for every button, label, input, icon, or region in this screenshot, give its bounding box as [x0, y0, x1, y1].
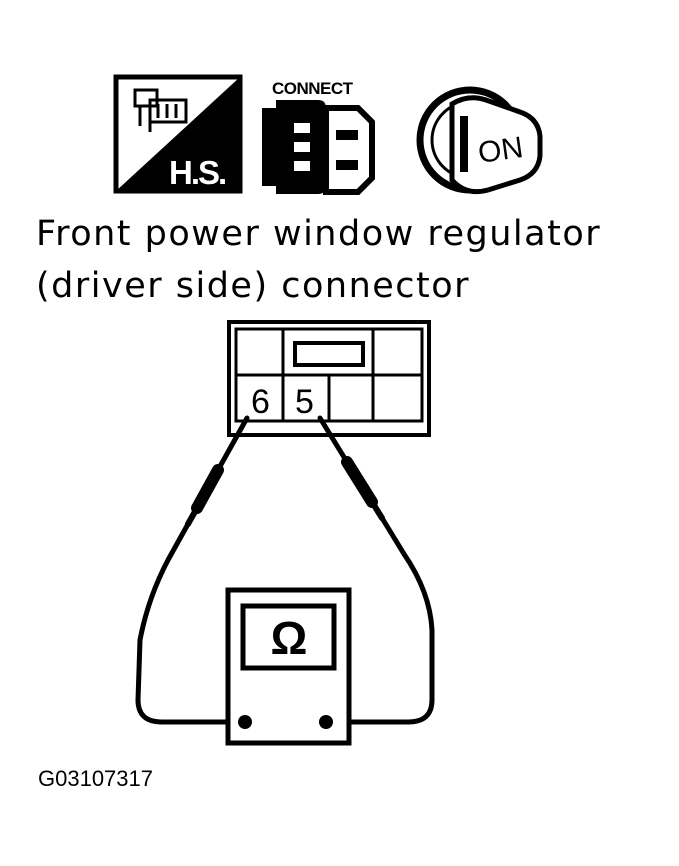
caption-line-2: (driver side) connector: [36, 266, 471, 306]
probe-lead-left: [135, 415, 250, 725]
harness-side-label: H.S.: [169, 154, 225, 191]
ignition-key-on-icon: ON: [416, 86, 543, 195]
terminal-6-label: 6: [251, 383, 270, 421]
terminal-5-label: 5: [295, 383, 314, 421]
ohm-symbol: Ω: [271, 612, 308, 664]
connect-plug-icon: CONNECT: [262, 79, 375, 195]
connect-label: CONNECT: [272, 79, 354, 98]
caption-line-1: Front power window regulator: [36, 214, 602, 254]
figure-id: G03107317: [38, 766, 153, 791]
ignition-on-label: ON: [476, 131, 525, 170]
connector-face: 6 5: [227, 320, 431, 437]
harness-side-icon: H.S.: [113, 74, 243, 194]
probe-lead-right: [317, 415, 435, 725]
ohmmeter-icon: Ω: [225, 587, 352, 746]
